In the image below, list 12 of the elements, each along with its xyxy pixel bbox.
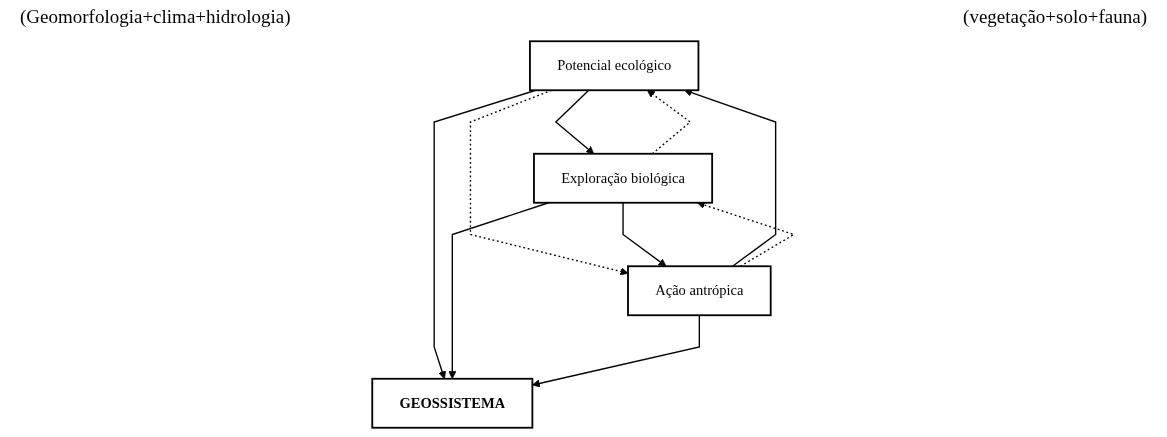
arrow bbox=[647, 89, 692, 155]
arrow bbox=[555, 89, 595, 155]
node-box: GEOSSISTEMA bbox=[371, 377, 534, 429]
node-box: Ação antrópica bbox=[627, 265, 773, 317]
annotation-text: (Geomorfologia+clima+hidrologia) bbox=[20, 6, 291, 28]
arrow bbox=[697, 201, 796, 267]
annotation-text: (vegetação+solo+fauna) bbox=[963, 6, 1147, 28]
node-box: Potencial ecológico bbox=[529, 40, 700, 92]
node-box: Exploração biológica bbox=[533, 152, 714, 204]
arrow bbox=[622, 202, 667, 267]
arrow bbox=[470, 89, 629, 276]
arrow bbox=[532, 314, 701, 388]
